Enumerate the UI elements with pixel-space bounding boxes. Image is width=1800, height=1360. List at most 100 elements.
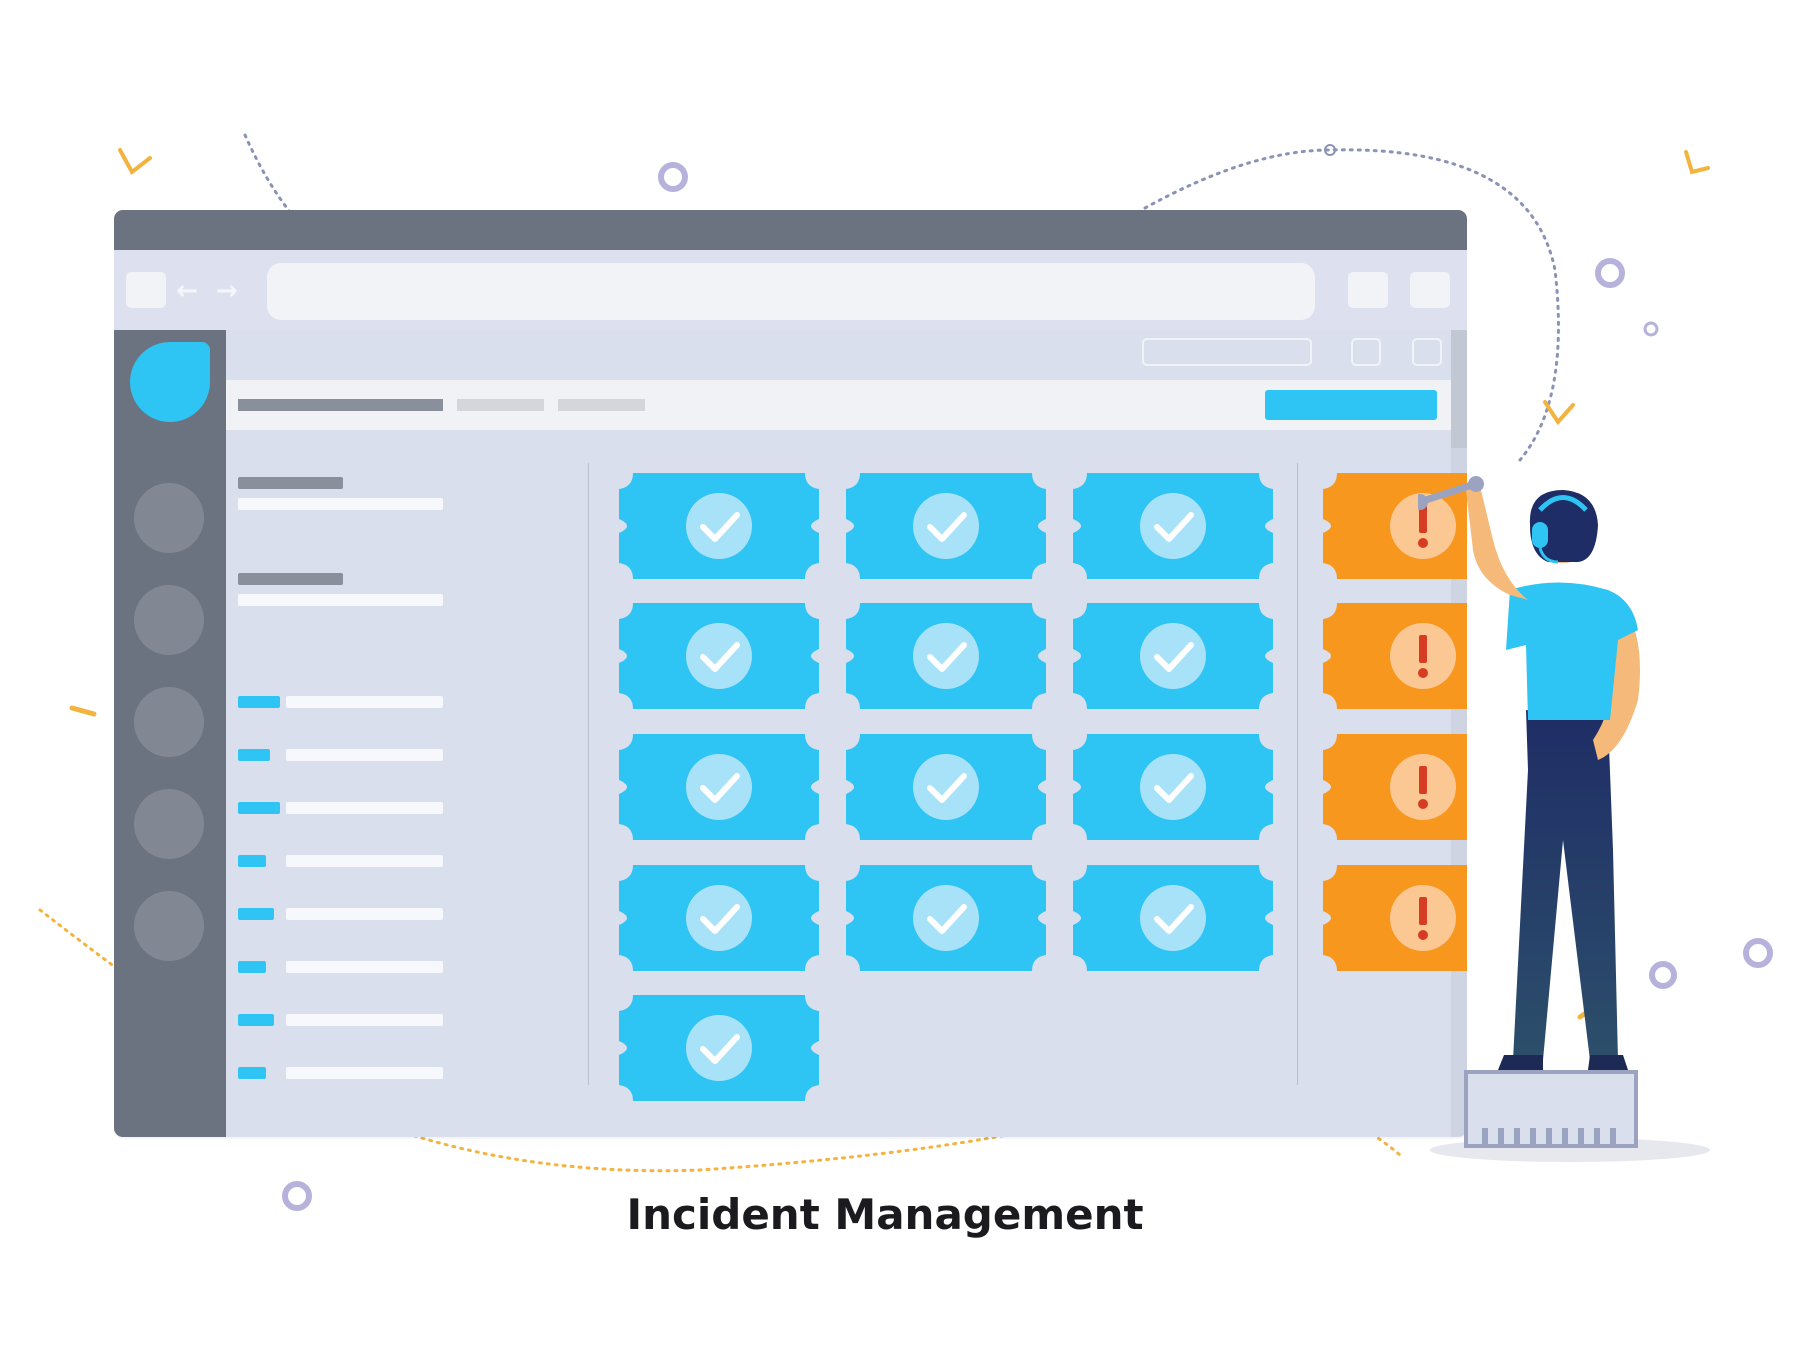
ring-decoration bbox=[1649, 961, 1677, 989]
support-agent-with-wrench-icon bbox=[1418, 476, 1640, 1148]
app-sidebar bbox=[114, 330, 226, 1137]
list-item[interactable] bbox=[286, 749, 443, 761]
resolved-ticket[interactable] bbox=[846, 473, 1046, 579]
browser-action-button[interactable] bbox=[1410, 272, 1450, 308]
resolved-ticket[interactable] bbox=[846, 734, 1046, 840]
ring-decoration bbox=[658, 162, 688, 192]
list-item[interactable] bbox=[286, 855, 443, 867]
filter-field[interactable] bbox=[238, 594, 443, 606]
resolved-ticket[interactable] bbox=[1073, 603, 1273, 709]
column-divider bbox=[588, 463, 589, 1085]
resolved-ticket[interactable] bbox=[619, 603, 819, 709]
breadcrumb-item[interactable] bbox=[558, 399, 645, 411]
list-item-tag bbox=[238, 1014, 274, 1026]
sidebar-nav-item[interactable] bbox=[134, 687, 204, 757]
pants bbox=[1513, 710, 1618, 1060]
list-item[interactable] bbox=[286, 696, 443, 708]
ring-decoration bbox=[1324, 144, 1336, 156]
filter-heading bbox=[238, 477, 343, 489]
dotted-curve-top-right bbox=[1143, 148, 1560, 462]
chevron-decoration bbox=[118, 148, 152, 176]
headset bbox=[1538, 495, 1588, 512]
dash-decoration bbox=[69, 705, 97, 717]
check-icon bbox=[1140, 623, 1206, 689]
arm bbox=[1466, 486, 1528, 600]
shirt bbox=[1506, 582, 1638, 720]
list-item[interactable] bbox=[286, 908, 443, 920]
browser-window: ← → bbox=[114, 210, 1467, 1137]
resolved-ticket[interactable] bbox=[1073, 865, 1273, 971]
ring-decoration bbox=[1643, 321, 1659, 337]
shoe bbox=[1588, 1055, 1628, 1070]
wrench-icon bbox=[1418, 476, 1484, 510]
resolved-ticket[interactable] bbox=[846, 603, 1046, 709]
ring-decoration bbox=[1743, 938, 1773, 968]
check-icon bbox=[686, 493, 752, 559]
check-icon bbox=[686, 623, 752, 689]
breadcrumb-item[interactable] bbox=[457, 399, 544, 411]
app-top-strip bbox=[226, 330, 1467, 380]
open-ticket[interactable] bbox=[1323, 603, 1467, 709]
resolved-ticket[interactable] bbox=[1073, 473, 1273, 579]
list-item-tag bbox=[238, 749, 270, 761]
headset-mic bbox=[1538, 547, 1559, 564]
resolved-ticket[interactable] bbox=[1073, 734, 1273, 840]
open-ticket[interactable] bbox=[1323, 865, 1467, 971]
breadcrumb-bar bbox=[226, 380, 1451, 430]
sidebar-nav-item[interactable] bbox=[134, 585, 204, 655]
dotted-curve-top-left bbox=[243, 133, 292, 214]
check-icon bbox=[1140, 493, 1206, 559]
list-item[interactable] bbox=[286, 802, 443, 814]
list-item-tag bbox=[238, 802, 280, 814]
check-icon bbox=[1140, 754, 1206, 820]
column-divider bbox=[1297, 463, 1298, 1085]
primary-action-button[interactable] bbox=[1265, 390, 1437, 420]
search-input[interactable] bbox=[1142, 338, 1312, 366]
list-item[interactable] bbox=[286, 1067, 443, 1079]
check-icon bbox=[686, 754, 752, 820]
check-icon bbox=[913, 885, 979, 951]
check-icon bbox=[913, 623, 979, 689]
browser-action-button[interactable] bbox=[1348, 272, 1388, 308]
check-icon bbox=[913, 493, 979, 559]
breadcrumb-item[interactable] bbox=[238, 399, 443, 411]
ring-decoration bbox=[282, 1181, 312, 1211]
resolved-ticket[interactable] bbox=[619, 734, 819, 840]
check-icon bbox=[1140, 885, 1206, 951]
open-ticket[interactable] bbox=[1323, 734, 1467, 840]
check-icon bbox=[686, 1015, 752, 1081]
browser-toolbar: ← → bbox=[114, 250, 1467, 330]
sidebar-nav-item[interactable] bbox=[134, 483, 204, 553]
resolved-ticket[interactable] bbox=[619, 473, 819, 579]
list-item-tag bbox=[238, 1067, 266, 1079]
filter-field[interactable] bbox=[238, 498, 443, 510]
list-item[interactable] bbox=[286, 1014, 443, 1026]
resolved-ticket[interactable] bbox=[619, 865, 819, 971]
resolved-ticket[interactable] bbox=[619, 995, 819, 1101]
back-arrow-icon[interactable]: ← bbox=[176, 276, 198, 306]
resolved-ticket[interactable] bbox=[846, 865, 1046, 971]
header-icon-button[interactable] bbox=[1351, 338, 1381, 366]
list-item-tag bbox=[238, 961, 266, 973]
shoe bbox=[1498, 1055, 1543, 1070]
pedestal-ticks bbox=[1482, 1128, 1616, 1144]
chevron-decoration bbox=[1684, 150, 1710, 175]
list-item-tag bbox=[238, 696, 280, 708]
sidebar-nav-item[interactable] bbox=[134, 789, 204, 859]
app-logo-icon[interactable] bbox=[130, 342, 210, 422]
check-icon bbox=[913, 754, 979, 820]
app-main-area bbox=[226, 330, 1467, 1137]
list-item-tag bbox=[238, 908, 274, 920]
sidebar-nav-item[interactable] bbox=[134, 891, 204, 961]
headset-earpiece bbox=[1532, 522, 1548, 548]
filter-heading bbox=[238, 573, 343, 585]
ring-decoration bbox=[1595, 258, 1625, 288]
address-bar[interactable] bbox=[267, 263, 1315, 320]
check-icon bbox=[686, 885, 752, 951]
list-item[interactable] bbox=[286, 961, 443, 973]
header-icon-button[interactable] bbox=[1412, 338, 1442, 366]
forward-arrow-icon[interactable]: → bbox=[216, 276, 238, 306]
page-title: Incident Management bbox=[626, 1190, 1144, 1239]
browser-menu-button[interactable] bbox=[126, 272, 166, 308]
scrollbar-thumb[interactable] bbox=[1451, 330, 1467, 448]
